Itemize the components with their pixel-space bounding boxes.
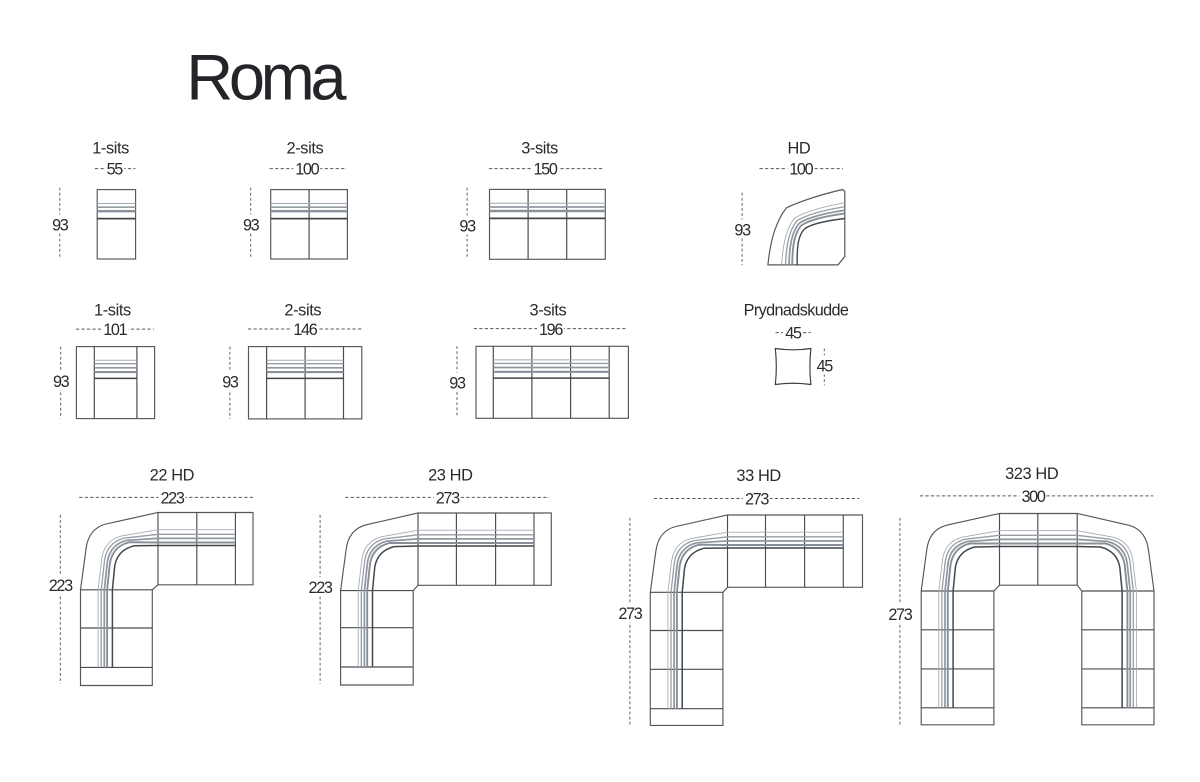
- svg-text:Roma: Roma: [186, 41, 347, 114]
- svg-text:1-sits: 1-sits: [92, 139, 129, 157]
- svg-text:93: 93: [734, 221, 751, 239]
- svg-text:101: 101: [103, 321, 127, 339]
- svg-text:100: 100: [295, 161, 319, 179]
- svg-text:100: 100: [789, 161, 813, 179]
- svg-text:323 HD: 323 HD: [1005, 465, 1059, 483]
- svg-text:196: 196: [539, 321, 563, 339]
- svg-text:55: 55: [107, 161, 124, 179]
- svg-text:150: 150: [533, 161, 557, 179]
- svg-text:223: 223: [49, 577, 73, 595]
- svg-text:273: 273: [745, 491, 769, 509]
- svg-text:93: 93: [222, 373, 239, 391]
- svg-text:93: 93: [449, 374, 466, 392]
- svg-text:223: 223: [160, 490, 184, 508]
- svg-text:300: 300: [1021, 488, 1045, 506]
- svg-text:93: 93: [52, 216, 69, 234]
- svg-text:273: 273: [618, 605, 642, 623]
- svg-text:HD: HD: [787, 139, 810, 157]
- svg-text:223: 223: [309, 579, 333, 597]
- svg-text:1-sits: 1-sits: [94, 301, 131, 319]
- svg-text:93: 93: [53, 373, 70, 391]
- svg-text:273: 273: [888, 606, 912, 624]
- svg-text:45: 45: [785, 324, 802, 342]
- svg-text:22 HD: 22 HD: [150, 467, 195, 485]
- svg-text:45: 45: [817, 357, 834, 375]
- svg-text:2-sits: 2-sits: [287, 139, 324, 157]
- svg-text:93: 93: [459, 217, 476, 235]
- svg-text:Prydnadskudde: Prydnadskudde: [744, 301, 849, 319]
- svg-text:3-sits: 3-sits: [530, 301, 567, 319]
- svg-text:146: 146: [293, 321, 317, 339]
- svg-text:273: 273: [436, 490, 460, 508]
- svg-text:23 HD: 23 HD: [428, 467, 473, 485]
- svg-text:93: 93: [243, 216, 260, 234]
- svg-text:33 HD: 33 HD: [736, 467, 781, 485]
- svg-text:3-sits: 3-sits: [521, 139, 558, 157]
- svg-text:2-sits: 2-sits: [284, 301, 321, 319]
